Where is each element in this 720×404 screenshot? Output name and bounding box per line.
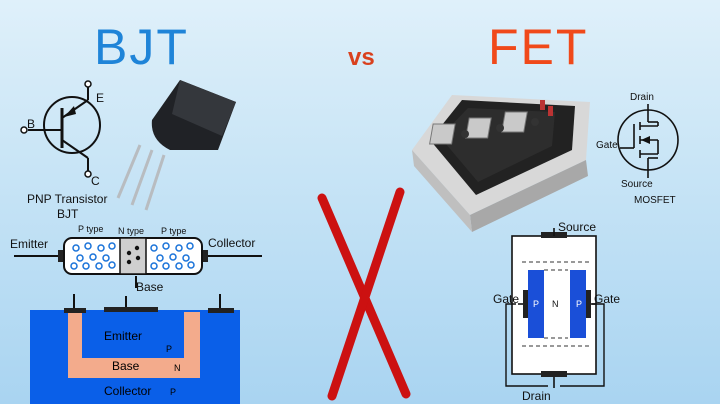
cs-emitter-label: Emitter	[104, 329, 143, 343]
n-type-label: N type	[118, 226, 145, 236]
pnp-emitter-label: E	[96, 91, 105, 105]
fet-structure-diagram	[505, 228, 605, 388]
fet-p-left-label: P	[533, 299, 540, 309]
title-bjt: BJT	[94, 19, 189, 75]
fet-source-label: Source	[558, 220, 597, 234]
cs-n-label: N	[174, 363, 181, 373]
mosfet-arrow-icon	[641, 136, 650, 144]
mosfet-source-label: Source	[621, 179, 653, 190]
cs-base-label: Base	[112, 359, 140, 373]
p-type-left-label: P type	[78, 224, 104, 234]
cs-collector-label: Collector	[104, 384, 152, 398]
emitter-arrow-icon	[64, 106, 76, 117]
p-type-right-label: P type	[161, 226, 187, 236]
cs-p1-label: P	[166, 344, 173, 354]
title-vs: vs	[348, 44, 375, 71]
base-terminal-icon	[20, 126, 28, 134]
pnp-transistor-symbol	[28, 86, 101, 172]
mosfet-gate-label: Gate	[596, 140, 618, 151]
cs-p2-label: P	[170, 387, 177, 397]
bjt-emitter-label: Emitter	[10, 237, 49, 251]
title-fet: FET	[488, 19, 589, 75]
fet-p-right-label: P	[576, 299, 583, 309]
pnp-caption-bjt: BJT	[57, 207, 79, 221]
bjt-structure-diagram	[14, 237, 262, 288]
to92-transistor-photo	[116, 80, 236, 211]
igbt-module-photo	[412, 95, 590, 232]
fet-gate-right-label: Gate	[594, 292, 621, 306]
red-cross-icon	[317, 187, 411, 401]
fet-drain-label: Drain	[522, 389, 551, 403]
collector-terminal-icon	[84, 170, 92, 178]
bjt-cross-section	[30, 294, 240, 404]
bjt-base-label: Base	[136, 280, 164, 294]
mosfet-caption: MOSFET	[634, 195, 676, 206]
fet-n-label: N	[552, 299, 559, 309]
mosfet-drain-label: Drain	[630, 92, 654, 103]
fet-gate-left-label: Gate	[493, 292, 520, 306]
emitter-terminal-icon	[84, 80, 92, 88]
bjt-collector-label: Collector	[208, 236, 256, 250]
pnp-collector-label: C	[91, 174, 100, 188]
pnp-base-label: B	[27, 117, 36, 131]
pnp-caption: PNP Transistor	[27, 192, 108, 206]
